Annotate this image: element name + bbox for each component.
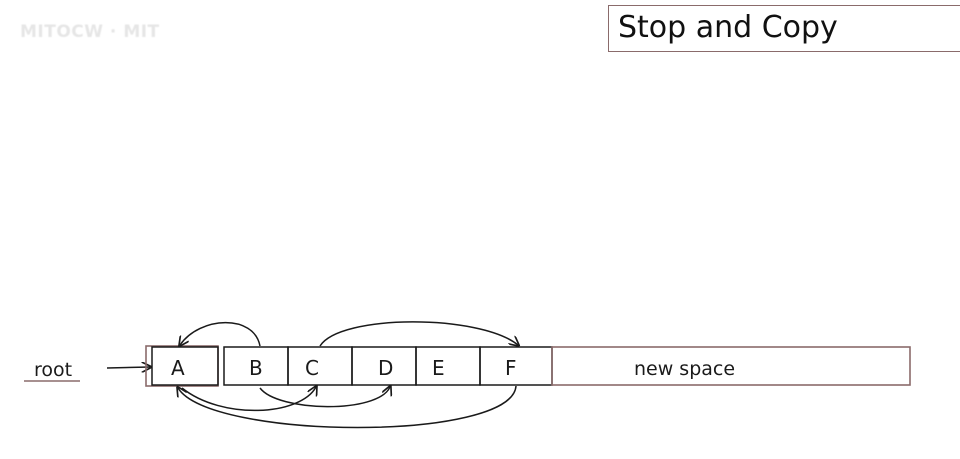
cell-label-e: E bbox=[432, 356, 445, 380]
cell-label-b: B bbox=[249, 356, 263, 380]
root-pointer-arrow bbox=[106, 367, 150, 368]
cell-label-d: D bbox=[378, 356, 393, 380]
pointer-f-to-a bbox=[178, 386, 517, 429]
pointer-b-to-d bbox=[259, 387, 390, 408]
cell-a bbox=[151, 346, 219, 386]
memory-cells bbox=[145, 345, 911, 387]
pointer-b-to-a bbox=[180, 321, 261, 346]
watermark-logo: MITOCW · MIT bbox=[20, 22, 160, 42]
root-label: root bbox=[34, 359, 72, 381]
title-box: Stop and Copy bbox=[608, 5, 960, 52]
cell-label-a: A bbox=[171, 356, 185, 380]
pointer-a-to-c bbox=[181, 387, 316, 412]
cell-e bbox=[415, 346, 481, 386]
cell-c bbox=[287, 346, 353, 386]
pointer-c-to-f bbox=[319, 321, 518, 346]
new-space-label: new space bbox=[634, 358, 735, 380]
cell-label-c: C bbox=[305, 356, 319, 380]
cell-label-f: F bbox=[505, 356, 517, 380]
new-space-region bbox=[551, 346, 911, 386]
slide-title: Stop and Copy bbox=[618, 10, 838, 45]
